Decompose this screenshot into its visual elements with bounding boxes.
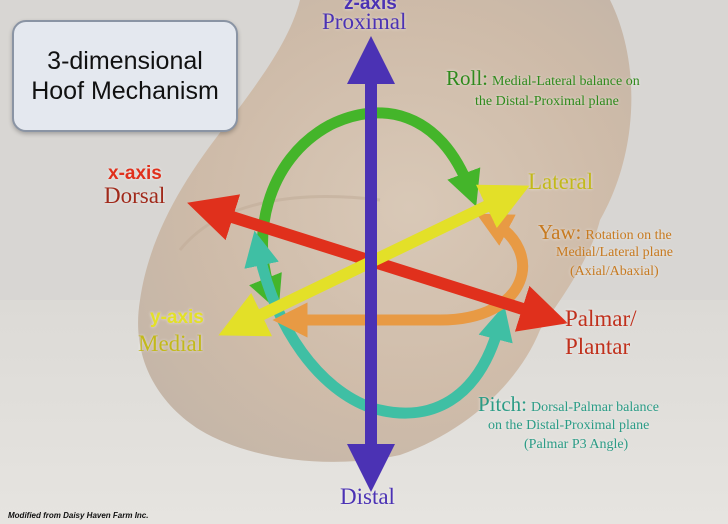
z-axis-distal-label: Distal [340, 484, 395, 509]
y-axis-name: y-axis [150, 307, 204, 328]
pitch-desc-3: (Palmar P3 Angle) [524, 437, 629, 452]
roll-desc-1: Medial-Lateral balance on [492, 74, 640, 89]
x-axis-name: x-axis [108, 163, 162, 184]
y-axis-medial-label: Medial [138, 331, 204, 356]
yaw-caption: Yaw: Rotation on the [538, 220, 672, 245]
yaw-name: Yaw: [538, 220, 582, 244]
roll-name: Roll: [446, 66, 489, 90]
y-axis-lateral-label: Lateral [528, 169, 594, 194]
title-line-2: Hoof Mechanism [31, 77, 219, 105]
x-axis-dorsal-label: Dorsal [104, 183, 166, 208]
title-line-1: 3-dimensional [47, 46, 203, 75]
pitch-desc-1: Dorsal-Palmar balance [531, 400, 659, 415]
yaw-desc-2: Medial/Lateral plane [556, 245, 673, 260]
title-box: 3-dimensional Hoof Mechanism [12, 20, 238, 132]
roll-desc-2: the Distal-Proximal plane [475, 94, 619, 109]
x-axis-palmar-label: Palmar/ [565, 306, 637, 331]
roll-caption: Roll: Medial-Lateral balance on [446, 66, 640, 91]
pitch-desc-2: on the Distal-Proximal plane [488, 418, 650, 433]
image-credit: Modified from Daisy Haven Farm Inc. [8, 511, 149, 520]
z-axis-name: z-axis [344, 0, 397, 14]
pitch-name: Pitch: [478, 392, 528, 416]
x-axis-plantar-label: Plantar [565, 334, 631, 359]
yaw-desc-1: Rotation on the [585, 228, 672, 243]
pitch-caption: Pitch: Dorsal-Palmar balance [478, 392, 659, 417]
z-axis-proximal-label: Proximal [322, 9, 407, 34]
yaw-desc-3: (Axial/Abaxial) [570, 264, 659, 279]
